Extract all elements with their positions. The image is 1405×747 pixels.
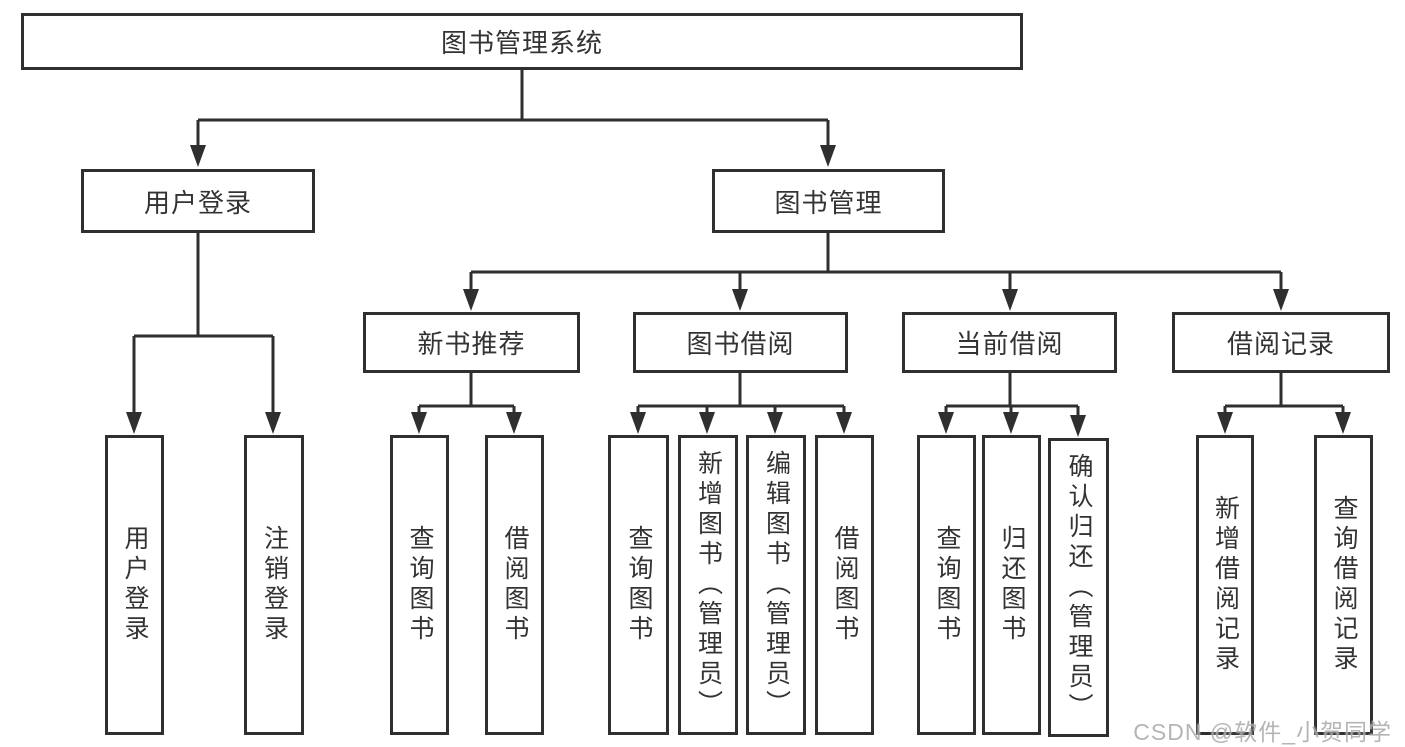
leaf-edit-book-admin: 编辑图书（管理员） [746, 435, 806, 735]
leaf-user-login: 用户登录 [105, 435, 164, 735]
leaf-logout: 注销登录 [244, 435, 304, 735]
node-current-borrow: 当前借阅 [902, 312, 1117, 373]
leaf-query-books-current: 查询图书 [917, 435, 976, 735]
node-book-borrow: 图书借阅 [633, 312, 848, 373]
leaf-query-borrow-record: 查询借阅记录 [1314, 435, 1373, 735]
leaf-borrow-books-recommend: 借阅图书 [485, 435, 544, 735]
leaf-return-books: 归还图书 [982, 435, 1041, 735]
connector-segments [132, 70, 1345, 417]
arrowheads [126, 145, 1351, 437]
leaf-add-borrow-record: 新增借阅记录 [1196, 435, 1254, 735]
node-book-management: 图书管理 [712, 169, 945, 233]
node-library-management-system: 图书管理系统 [21, 13, 1023, 70]
node-new-book-recommend: 新书推荐 [363, 312, 580, 373]
leaf-borrow-books: 借阅图书 [815, 435, 874, 735]
leaf-query-books-recommend: 查询图书 [390, 435, 449, 735]
leaf-add-book-admin: 新增图书（管理员） [678, 435, 738, 735]
node-borrow-records: 借阅记录 [1172, 312, 1390, 373]
leaf-query-books-borrow: 查询图书 [608, 435, 669, 735]
leaf-confirm-return-admin: 确认归还（管理员） [1048, 438, 1109, 737]
node-user-login: 用户登录 [81, 169, 315, 233]
csdn-watermark: CSDN @软件_小贺同学 [1133, 719, 1392, 745]
